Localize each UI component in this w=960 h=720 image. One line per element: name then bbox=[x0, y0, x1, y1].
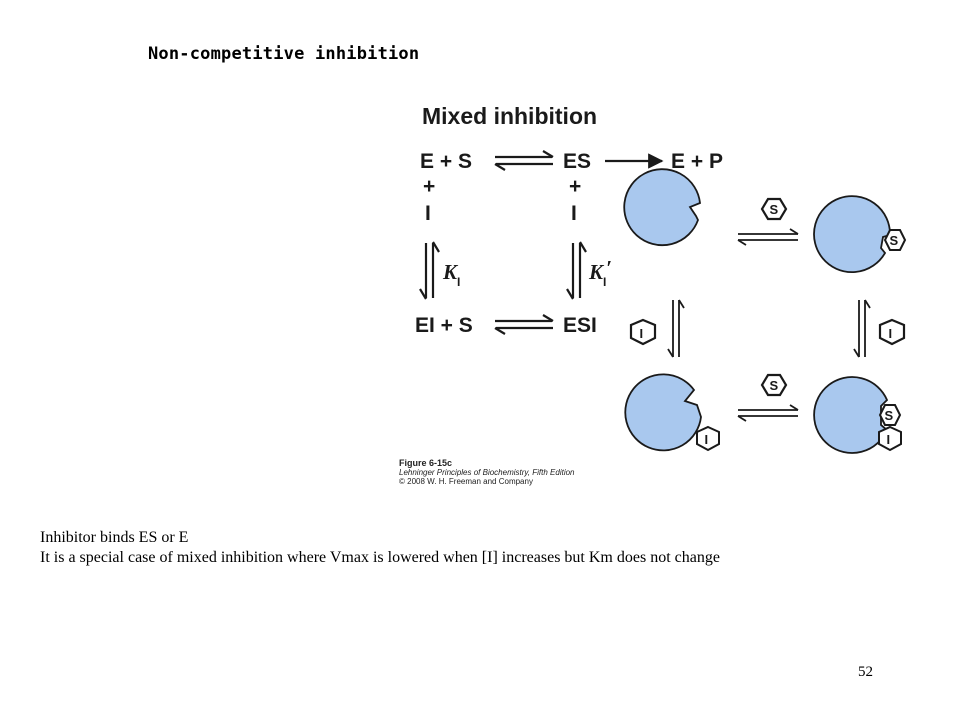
substrate-free-label: S bbox=[770, 202, 779, 217]
inhibitor-bound-left-label: I bbox=[705, 432, 709, 447]
equilibrium-arrow-esi bbox=[494, 314, 554, 335]
scheme-e-plus-s: E + S bbox=[420, 150, 472, 173]
inhibitor-free-left-label: I bbox=[640, 326, 644, 341]
ki-prime-mark: ′ bbox=[606, 256, 612, 280]
equilibrium-arrow-top bbox=[737, 228, 799, 246]
ki-prime-subscript: I bbox=[603, 275, 606, 289]
scheme-e-plus-p: E + P bbox=[671, 150, 723, 173]
slide-title: Non-competitive inhibition bbox=[148, 44, 420, 64]
ki-label: K bbox=[442, 260, 459, 284]
ki-subscript: I bbox=[457, 275, 460, 289]
substrate-bound-label: S bbox=[890, 233, 899, 248]
scheme-es: ES bbox=[563, 150, 591, 173]
substrate-bound-shape bbox=[883, 229, 907, 251]
figure-heading: Mixed inhibition bbox=[422, 103, 597, 129]
body-text: Inhibitor binds ES or E It is a special … bbox=[40, 528, 885, 568]
inhibitor-bound-left-shape bbox=[696, 425, 720, 452]
enzyme-substrate-inhibitor-complex: S I bbox=[813, 376, 902, 454]
scheme-ei-plus-s: EI + S bbox=[415, 314, 473, 337]
scheme-esi: ESI bbox=[563, 314, 597, 337]
mixed-inhibition-figure: Mixed inhibition E + S ES E + P + + I I … bbox=[405, 95, 960, 505]
substrate-bound-esi-label: S bbox=[885, 408, 894, 423]
inhibitor-bound-esi-shape bbox=[878, 425, 902, 452]
inhibitor-free-right: I bbox=[878, 318, 906, 346]
enzyme-inhibitor-complex: I bbox=[624, 373, 720, 452]
figure-copyright: © 2008 W. H. Freeman and Company bbox=[399, 477, 533, 486]
inhibitor-free-left: I bbox=[629, 318, 657, 346]
scheme-plus-right: + bbox=[569, 175, 581, 198]
figure-caption: Figure 6-15c Lehninger Principles of Bio… bbox=[399, 458, 575, 487]
substrate-free: S bbox=[760, 197, 788, 221]
ki-prime-label: K bbox=[588, 260, 605, 284]
equilibrium-arrow-left bbox=[667, 299, 685, 358]
body-line-2: It is a special case of mixed inhibition… bbox=[40, 549, 720, 566]
scheme-plus-left: + bbox=[423, 175, 435, 198]
substrate-free-bottom: S bbox=[760, 373, 788, 397]
scheme-inhibitor-right: I bbox=[571, 202, 577, 225]
equilibrium-arrow-bottom bbox=[737, 404, 799, 422]
equilibrium-arrow-ki-prime bbox=[566, 241, 587, 300]
inhibitor-free-right-label: I bbox=[889, 326, 893, 341]
inhibitor-bound-esi-label: I bbox=[887, 432, 891, 447]
mixed-inhibition-diagram: Mixed inhibition E + S ES E + P + + I I … bbox=[415, 103, 907, 454]
enzyme-free bbox=[623, 168, 701, 247]
substrate-free-bottom-label: S bbox=[770, 378, 779, 393]
equilibrium-arrow-right bbox=[853, 299, 871, 358]
page-number: 52 bbox=[858, 664, 873, 680]
enzyme-substrate-complex: S bbox=[813, 195, 907, 274]
substrate-bound-esi-shape bbox=[878, 404, 902, 426]
body-line-1: Inhibitor binds ES or E bbox=[40, 529, 189, 546]
figure-number: Figure 6-15c bbox=[399, 458, 453, 468]
equilibrium-arrow-ki bbox=[419, 241, 440, 300]
scheme-inhibitor-left: I bbox=[425, 202, 431, 225]
figure-source: Lehninger Principles of Biochemistry, Fi… bbox=[399, 468, 575, 477]
equilibrium-arrow-es bbox=[494, 150, 554, 171]
